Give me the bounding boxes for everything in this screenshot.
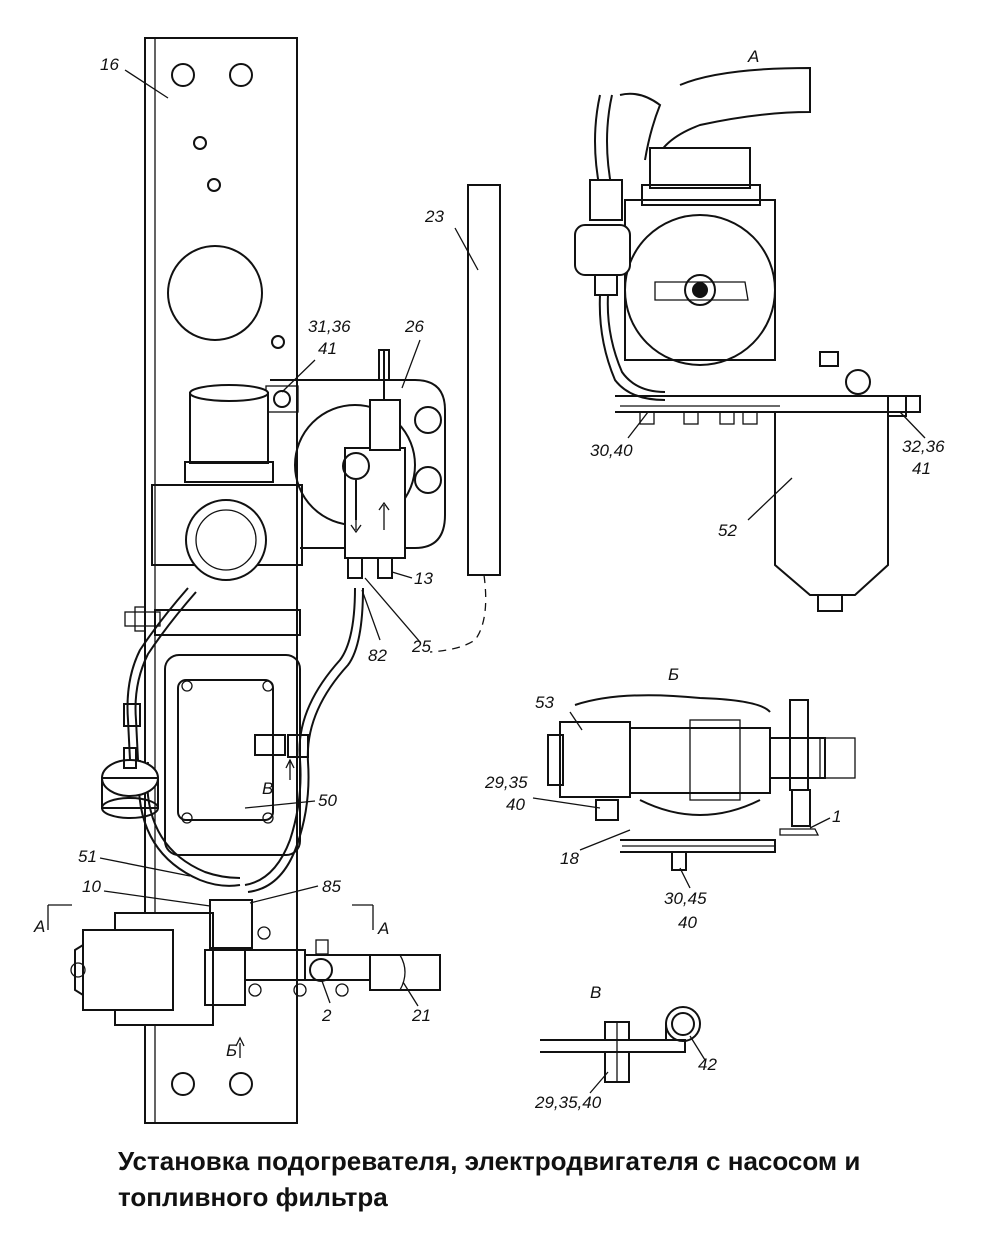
label-31-36: 31,36: [308, 317, 351, 336]
label-21: 21: [411, 1006, 431, 1025]
view-b: [532, 694, 856, 889]
section-a-left: А: [33, 917, 45, 936]
heater-housing: [164, 654, 309, 856]
label-29-35: 29,35: [484, 773, 528, 792]
fuel-hoses: [123, 587, 364, 893]
view-v: [540, 1006, 706, 1094]
label-30-40: 30,40: [590, 441, 633, 460]
figure-caption: Установка подогревателя, электродвигател…: [118, 1146, 861, 1212]
bottom-pump: [70, 899, 441, 1026]
fuel-pump: [342, 349, 406, 579]
regulator: [101, 747, 159, 819]
section-b-mark: Б: [226, 1041, 237, 1060]
drawing-canvas: 16 23 26 31,36 41 13 82 25 50 51 10 85 2…: [33, 37, 945, 1124]
view-a-title: А: [747, 47, 759, 66]
label-10: 10: [82, 877, 101, 896]
label-1: 1: [832, 807, 841, 826]
label-25: 25: [411, 637, 431, 656]
label-85: 85: [322, 877, 341, 896]
label-23: 23: [424, 207, 444, 226]
label-16: 16: [100, 55, 119, 74]
label-29-35-40: 29,35,40: [534, 1093, 602, 1112]
label-18: 18: [560, 849, 579, 868]
section-v-mark: В: [262, 779, 273, 798]
label-40a: 40: [506, 795, 525, 814]
label-2: 2: [321, 1006, 332, 1025]
view-v-title: В: [590, 983, 601, 1002]
leader-lines-main: [99, 69, 479, 1007]
section-markers: [47, 758, 374, 1058]
label-53: 53: [535, 693, 554, 712]
label-82: 82: [368, 646, 387, 665]
label-30-45: 30,45: [664, 889, 707, 908]
part-labels: 16 23 26 31,36 41 13 82 25 50 51 10 85 2…: [33, 47, 945, 1112]
view-b-title: Б: [668, 665, 679, 684]
label-50: 50: [318, 791, 337, 810]
label-51: 51: [78, 847, 97, 866]
label-41: 41: [318, 339, 337, 358]
label-52: 52: [718, 521, 737, 540]
heater-solenoid: [124, 384, 303, 636]
label-42: 42: [698, 1055, 717, 1074]
label-32-36: 32,36: [902, 437, 945, 456]
label-41b: 41: [912, 459, 931, 478]
pipe-23: [429, 184, 501, 653]
label-13: 13: [414, 569, 433, 588]
view-a: [574, 66, 926, 612]
section-a-right: А: [377, 919, 389, 938]
label-26: 26: [404, 317, 424, 336]
label-40b: 40: [678, 913, 697, 932]
